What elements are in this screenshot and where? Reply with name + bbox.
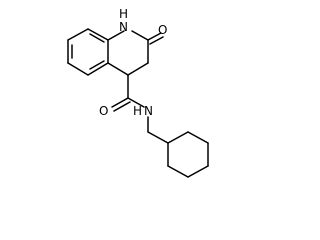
amide-nitrogen-label: N xyxy=(144,104,153,118)
molecule-structure: N H O O N H xyxy=(67,7,209,178)
cyclohexane-ring xyxy=(167,131,209,178)
benzene-ring xyxy=(67,28,109,76)
carboxamide-group xyxy=(111,74,169,144)
lactam-ring xyxy=(107,30,164,76)
hydrogen-on-amide-nitrogen-label: H xyxy=(133,104,142,118)
hydrogen-on-ring-nitrogen-label: H xyxy=(119,7,128,21)
molecule-diagram: N H O O N H xyxy=(67,7,209,178)
nitrogen-atom-ring-label: N xyxy=(119,20,128,34)
carbonyl-oxygen-amide-label: O xyxy=(99,104,108,118)
carbonyl-oxygen-ring-label: O xyxy=(158,23,167,37)
